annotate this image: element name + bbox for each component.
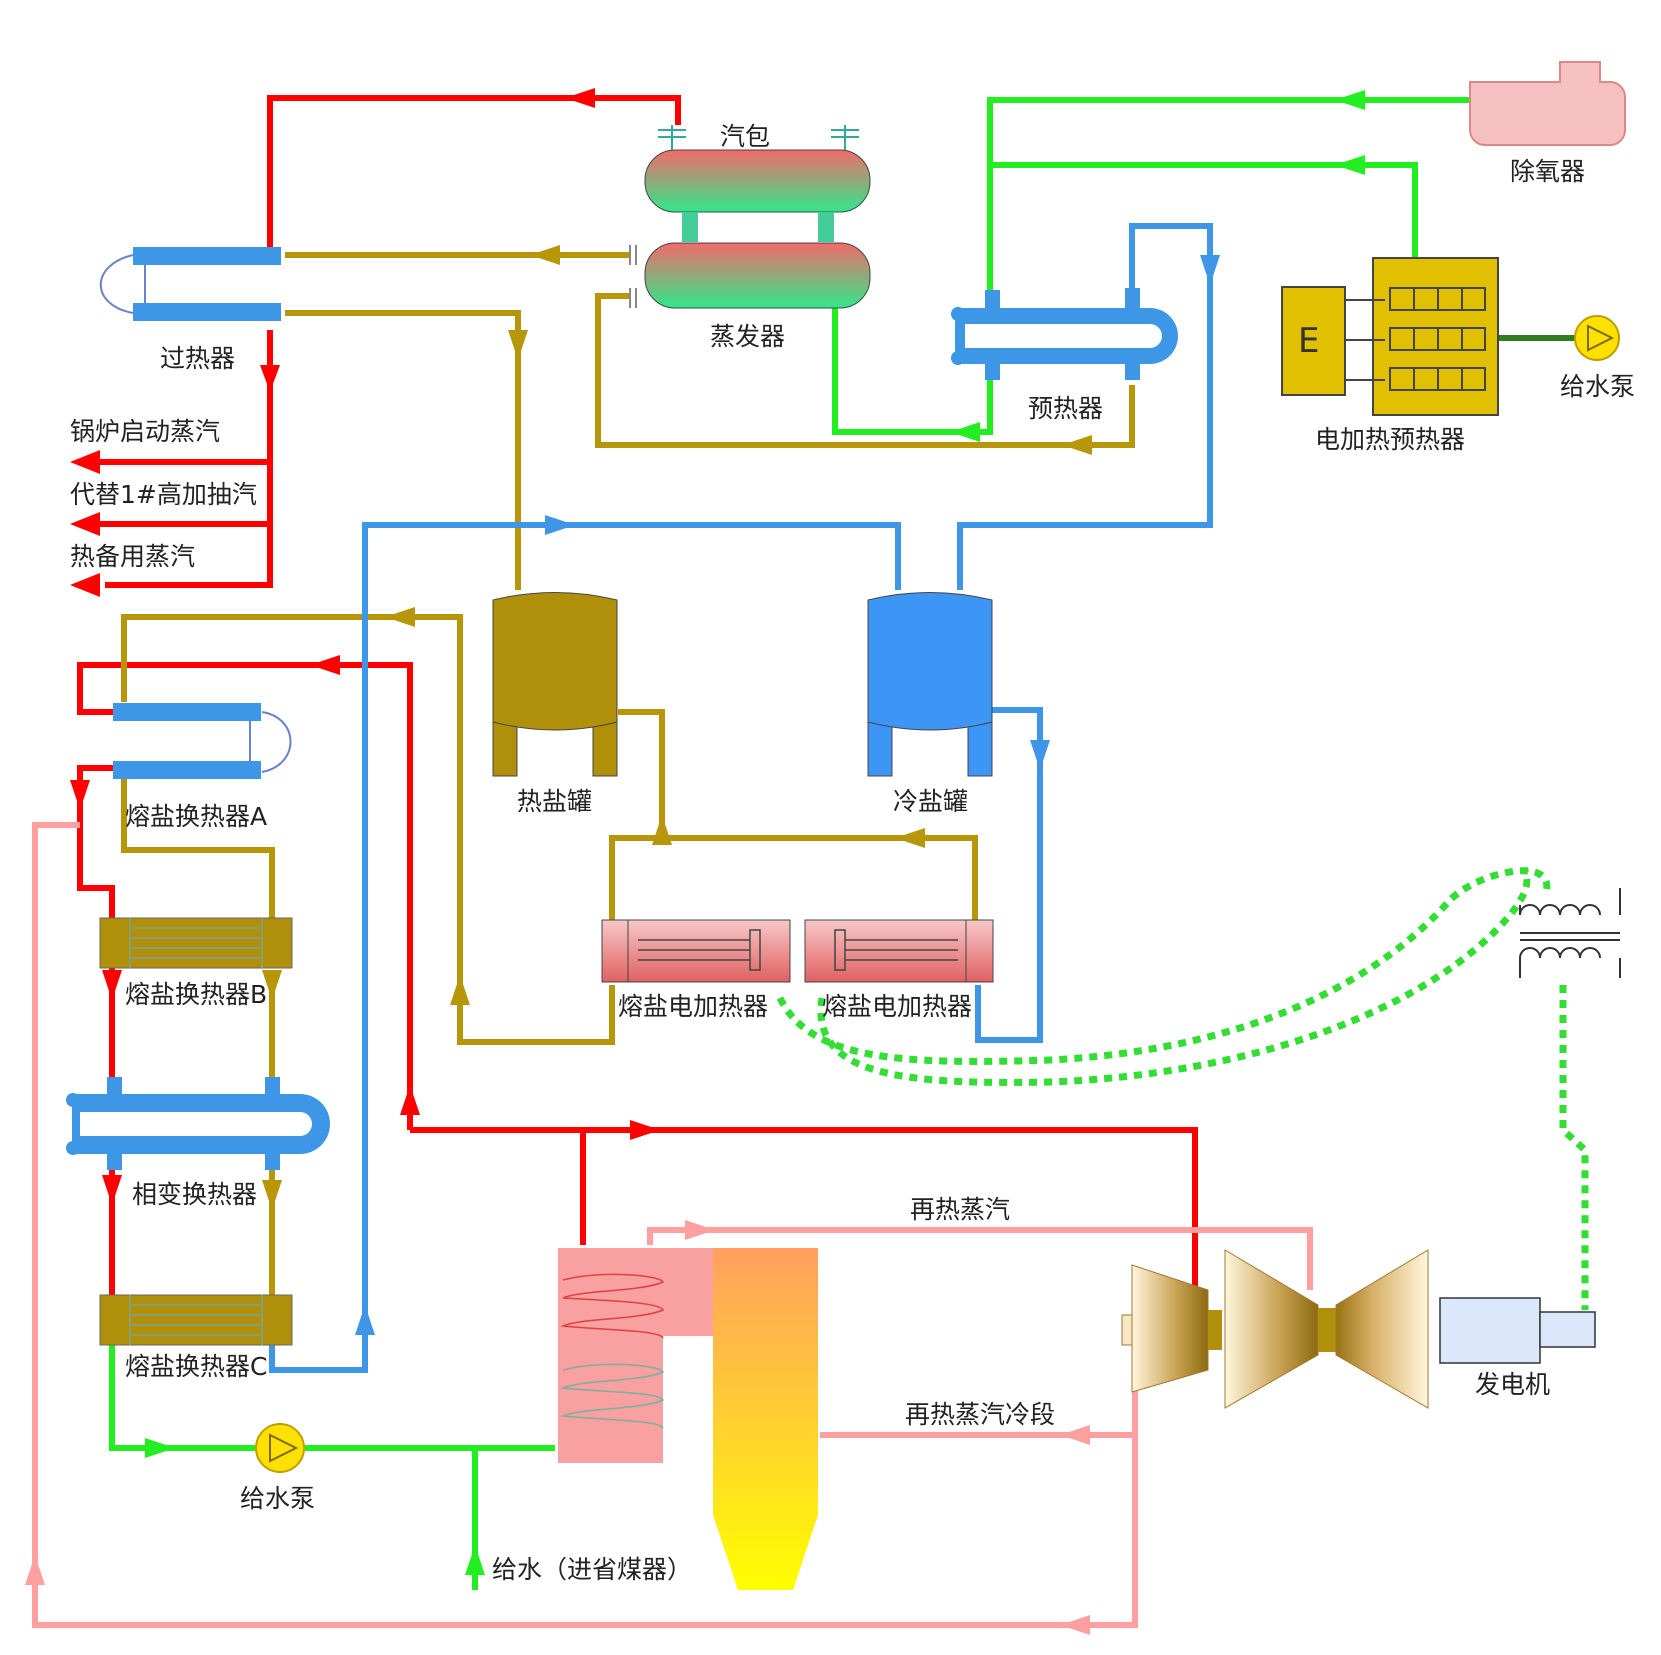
bottom-feedwater-pump-label: 给水泵 — [240, 1484, 315, 1513]
cold-salt-tank-label: 冷盐罐 — [893, 787, 968, 816]
preheater-label: 预热器 — [1028, 394, 1103, 423]
boiler — [558, 1248, 818, 1590]
phase-change-hx-label: 相变换热器 — [132, 1180, 257, 1209]
replace-hp-extraction-label: 代替1#高加抽汽 — [70, 480, 257, 509]
electric-preheater-symbol: E — [1298, 321, 1319, 361]
steam-turbine — [1121, 1249, 1429, 1409]
salt-hx-b-label: 熔盐换热器B — [125, 980, 267, 1009]
salt-electric-heater-2 — [804, 919, 994, 983]
transformer-icon — [1519, 888, 1621, 978]
evaporator-label: 蒸发器 — [710, 322, 785, 351]
drum-label: 汽包 — [720, 122, 770, 151]
reheat-steam-label: 再热蒸汽 — [910, 1195, 1010, 1224]
salt-hx-c-label: 熔盐换热器C — [125, 1352, 267, 1381]
salt-hx-c — [99, 1294, 293, 1346]
boiler-startup-steam-label: 锅炉启动蒸汽 — [70, 417, 220, 446]
main-steam-pipes — [77, 95, 1198, 1300]
hot-standby-steam-label: 热备用蒸汽 — [70, 542, 195, 571]
hot-salt-tank-label: 热盐罐 — [517, 787, 592, 816]
electric-preheater-label: 电加热预热器 — [1315, 425, 1465, 454]
salt-electric-heater-2-label: 熔盐电加热器 — [822, 992, 972, 1021]
hot-salt-tank — [492, 592, 618, 777]
superheater — [99, 247, 281, 321]
electric-preheater — [1281, 257, 1499, 416]
top-feedwater-pump — [1574, 315, 1620, 361]
electric-cables — [776, 867, 1589, 1310]
top-feedwater-pump-label: 给水泵 — [1560, 372, 1635, 401]
salt-hx-b — [99, 917, 293, 969]
reheat-pipes — [32, 822, 1313, 1628]
deaerator-label: 除氧器 — [1510, 157, 1585, 186]
evaporator — [629, 242, 871, 309]
molten-salt-pipes — [121, 252, 1135, 1295]
superheater-label: 过热器 — [160, 344, 235, 373]
feedwater-pipes — [109, 97, 1470, 1590]
cold-salt-tank — [867, 592, 993, 777]
cold-salt-pipes — [269, 223, 1213, 1373]
phase-change-hx — [66, 1077, 330, 1170]
deaerator — [1469, 61, 1626, 146]
generator-label: 发电机 — [1475, 1370, 1550, 1399]
generator — [1439, 1297, 1596, 1364]
salt-hx-a-label: 熔盐换热器A — [125, 802, 267, 831]
feedwater-to-economizer-label: 给水（进省煤器） — [492, 1555, 692, 1584]
preheater — [951, 288, 1178, 380]
steam-drum — [644, 125, 871, 242]
reheat-cold-section-label: 再热蒸汽冷段 — [905, 1400, 1055, 1429]
flow-arrows — [25, 88, 1365, 1635]
salt-hx-a — [113, 703, 292, 779]
bottom-feedwater-pump — [255, 1423, 305, 1473]
salt-electric-heater-1 — [601, 919, 791, 983]
salt-electric-heater-1-label: 熔盐电加热器 — [618, 992, 768, 1021]
